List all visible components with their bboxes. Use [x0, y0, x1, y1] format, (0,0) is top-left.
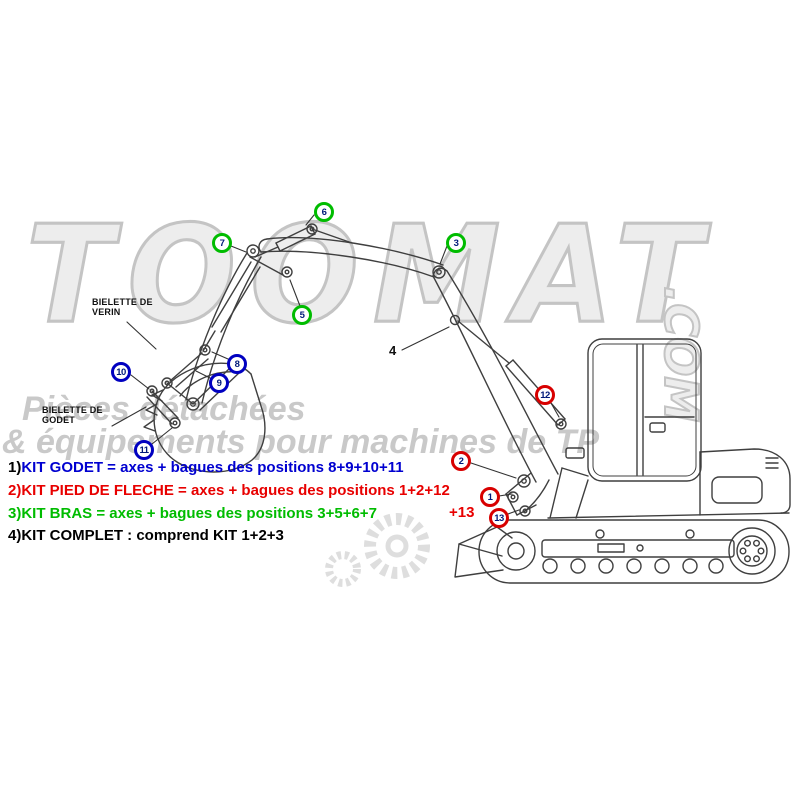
legend-kit-complet: 4)KIT COMPLET : comprend KIT 1+2+3: [8, 527, 284, 544]
cab: [587, 338, 702, 482]
upper-body: [547, 447, 791, 519]
marker-number: 2: [458, 455, 464, 467]
marker-number: 8: [234, 358, 240, 370]
marker-number: 5: [299, 309, 305, 321]
marker-number: 12: [540, 389, 550, 401]
position-marker-11: 11: [134, 440, 154, 460]
position-marker-4: 4: [389, 343, 397, 358]
position-marker-3: 3: [446, 233, 466, 253]
position-marker-12: 12: [535, 385, 555, 405]
marker-number: 1: [487, 491, 493, 503]
legend-prefix: 2): [8, 482, 22, 499]
marker-number: 6: [321, 206, 327, 218]
watermark-tagline-2: & équipements pour machines de TP: [2, 423, 600, 461]
dozer-blade: [454, 526, 513, 578]
label-bielette-de-godet: BIELETTE DE GODET: [42, 405, 103, 425]
legend-prefix: 1): [8, 459, 22, 476]
marker-number: 3: [453, 237, 459, 249]
bucket-linkage: [146, 261, 261, 429]
undercarriage: [478, 519, 790, 584]
position-marker-10: 10: [111, 362, 131, 382]
position-marker-2: 2: [451, 451, 471, 471]
legend-kit-pied-extra: +13: [449, 504, 475, 521]
position-marker-8: 8: [227, 354, 247, 374]
watermark-brand: TOOMAT: [24, 197, 717, 354]
boom: [432, 265, 559, 483]
marker-number: 9: [216, 377, 222, 389]
marker-number: 11: [139, 444, 149, 456]
legend-kit-bras: 3)KIT BRAS = axes + bagues des positions…: [8, 505, 377, 522]
legend-text: KIT GODET = axes + bagues des positions …: [21, 459, 404, 476]
arm-lower: [185, 252, 262, 411]
bucket: [143, 362, 266, 473]
boom-foot: [505, 472, 550, 517]
arm-cylinder: [254, 223, 353, 258]
legend-prefix: 3): [8, 505, 22, 522]
position-marker-13: 13: [489, 508, 509, 528]
legend-text: KIT COMPLET : comprend KIT 1+2+3: [21, 527, 284, 544]
gear-watermark-icon: [325, 513, 430, 587]
position-marker-9: 9: [209, 373, 229, 393]
legend-text: KIT BRAS = axes + bagues des positions 3…: [21, 505, 377, 522]
legend-kit-godet: 1)KIT GODET = axes + bagues des position…: [8, 459, 404, 476]
marker-number: 13: [494, 512, 504, 524]
legend-kit-pied-de-fleche: 2)KIT PIED DE FLECHE = axes + bagues des…: [8, 482, 450, 499]
leader-lines: [111, 214, 560, 515]
legend-text: KIT PIED DE FLECHE = axes + bagues des p…: [21, 482, 450, 499]
boom-cylinder: [457, 320, 567, 430]
label-bielette-de-verin: BIELETTE DE VERIN: [92, 297, 153, 317]
position-marker-7: 7: [212, 233, 232, 253]
position-marker-1: 1: [480, 487, 500, 507]
marker-number: 10: [116, 366, 126, 378]
marker-number: 7: [219, 237, 225, 249]
position-marker-6: 6: [314, 202, 334, 222]
position-marker-5: 5: [292, 305, 312, 325]
legend-prefix: 4): [8, 527, 22, 544]
